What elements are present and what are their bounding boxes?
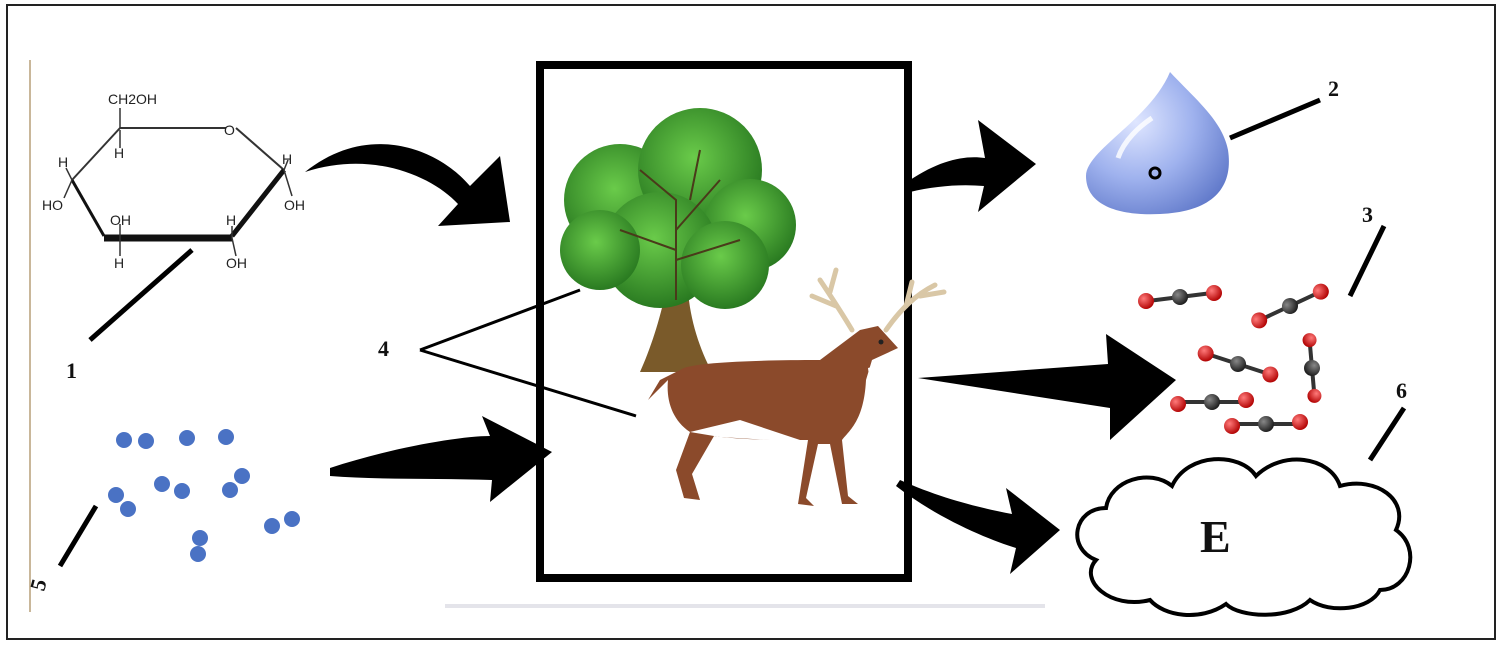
pointer-line-1 [88,248,194,342]
co2-molecule-icon [1138,283,1329,434]
h-label: H [114,255,124,271]
faint-caption-smudge [445,604,1045,608]
arrow-oxygen-in [330,416,552,502]
pointer-line-4b [419,348,637,418]
ch2oh-label: CH2OH [108,91,157,107]
ring-oxygen-label: O [224,122,235,138]
oh-label: OH [284,197,305,213]
energy-label: E [1200,511,1231,562]
energy-cloud-icon [1075,457,1413,617]
label-2: 2 [1328,76,1339,101]
organism-box [536,61,912,582]
h-label: H [226,212,236,228]
arrow-energy-out [896,480,1060,574]
label-4: 4 [378,336,389,361]
h-label: H [114,145,124,161]
oh-label: OH [110,212,131,228]
label-6: 6 [1396,378,1407,403]
pointer-line-6 [1367,406,1407,462]
oxygen-molecule-icon [108,429,300,562]
water-drop-marker [1148,166,1162,180]
glucose-structure-icon: CH2OH O H H H H H HO OH OH OH [42,91,305,271]
label-5: 5 [25,576,52,593]
h-label: H [58,154,68,170]
deer-icon [648,267,947,506]
label-1: 1 [66,358,77,383]
h-label: H [282,151,292,167]
oh-label: HO [42,197,63,213]
oh-label: OH [226,255,247,271]
tree-icon [560,108,796,372]
pointer-line-2 [1229,97,1321,141]
pointer-line-3 [1347,224,1387,298]
label-3: 3 [1362,202,1373,227]
arrow-glucose-in [305,144,510,226]
arrow-water-out [910,120,1036,212]
pointer-line-4a [419,288,581,352]
arrow-co2-out [918,334,1176,440]
pointer-line-5 [57,504,99,568]
water-drop-icon [1086,72,1229,215]
